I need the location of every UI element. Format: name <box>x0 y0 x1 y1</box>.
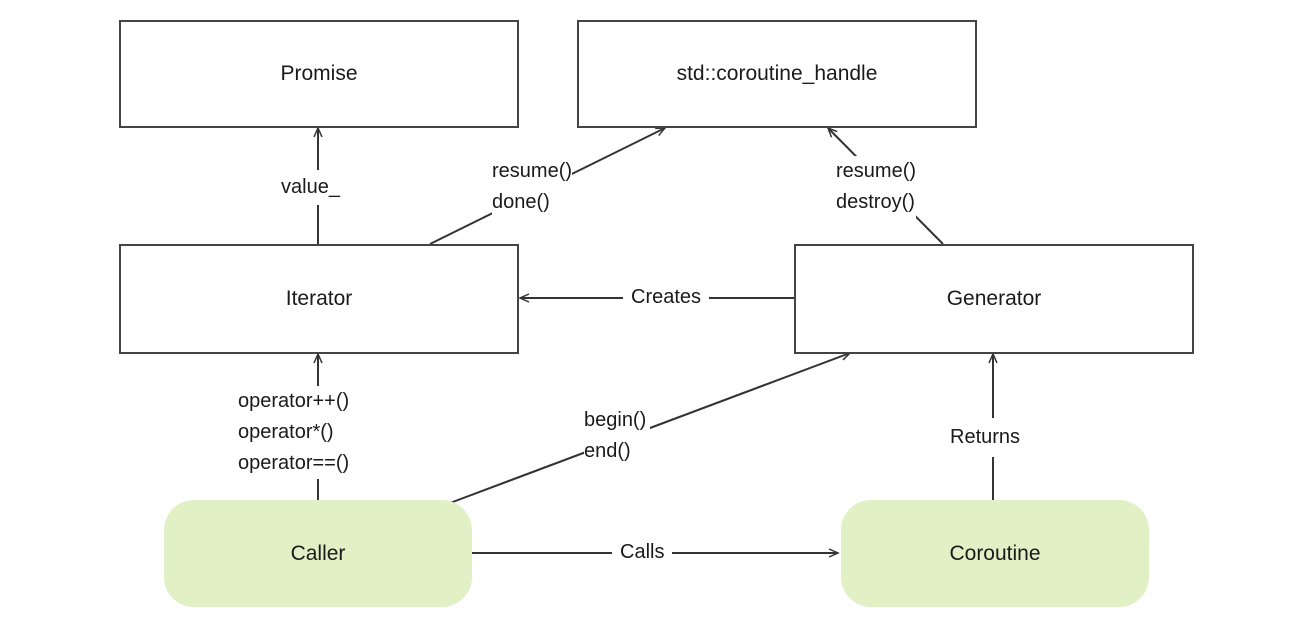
coroutine-handle-node: std::coroutine_handle <box>577 20 977 128</box>
label-resume-done: resume() done() <box>492 156 573 218</box>
label-resume-destroy: resume() destroy() <box>836 156 917 218</box>
label-operators: operator++() operator*() operator==() <box>238 386 350 479</box>
caller-label: Caller <box>290 541 346 565</box>
caller-node: Caller <box>164 500 472 607</box>
edge-label: begin() <box>584 409 647 431</box>
edge-label: end() <box>584 440 631 462</box>
edge-label: destroy() <box>836 191 915 213</box>
edge-label: resume() <box>836 160 917 182</box>
promise-node: Promise <box>119 20 519 128</box>
coroutine-handle-label: std::coroutine_handle <box>676 62 878 85</box>
generator-label: Generator <box>946 287 1042 310</box>
edge-label: Creates <box>631 286 702 308</box>
label-value: value_ <box>281 170 340 205</box>
label-calls: Calls <box>612 537 673 568</box>
edge-label: Returns <box>950 426 1021 448</box>
edge-label: operator==() <box>238 452 350 474</box>
edge-label: done() <box>492 191 550 213</box>
generator-node: Generator <box>794 244 1194 354</box>
edge-label: operator++() <box>238 390 350 412</box>
promise-label: Promise <box>280 62 358 85</box>
coroutine-label: Coroutine <box>949 541 1041 565</box>
edge-label: Calls <box>620 541 665 563</box>
label-creates: Creates <box>623 282 710 313</box>
coroutine-node: Coroutine <box>841 500 1149 607</box>
edge-label: value_ <box>281 176 340 198</box>
label-returns: Returns <box>950 418 1021 457</box>
iterator-label: Iterator <box>285 287 353 310</box>
edge-label: resume() <box>492 160 573 182</box>
label-begin-end: begin() end() <box>584 405 651 467</box>
iterator-node: Iterator <box>119 244 519 354</box>
edge-label: operator*() <box>238 421 334 443</box>
